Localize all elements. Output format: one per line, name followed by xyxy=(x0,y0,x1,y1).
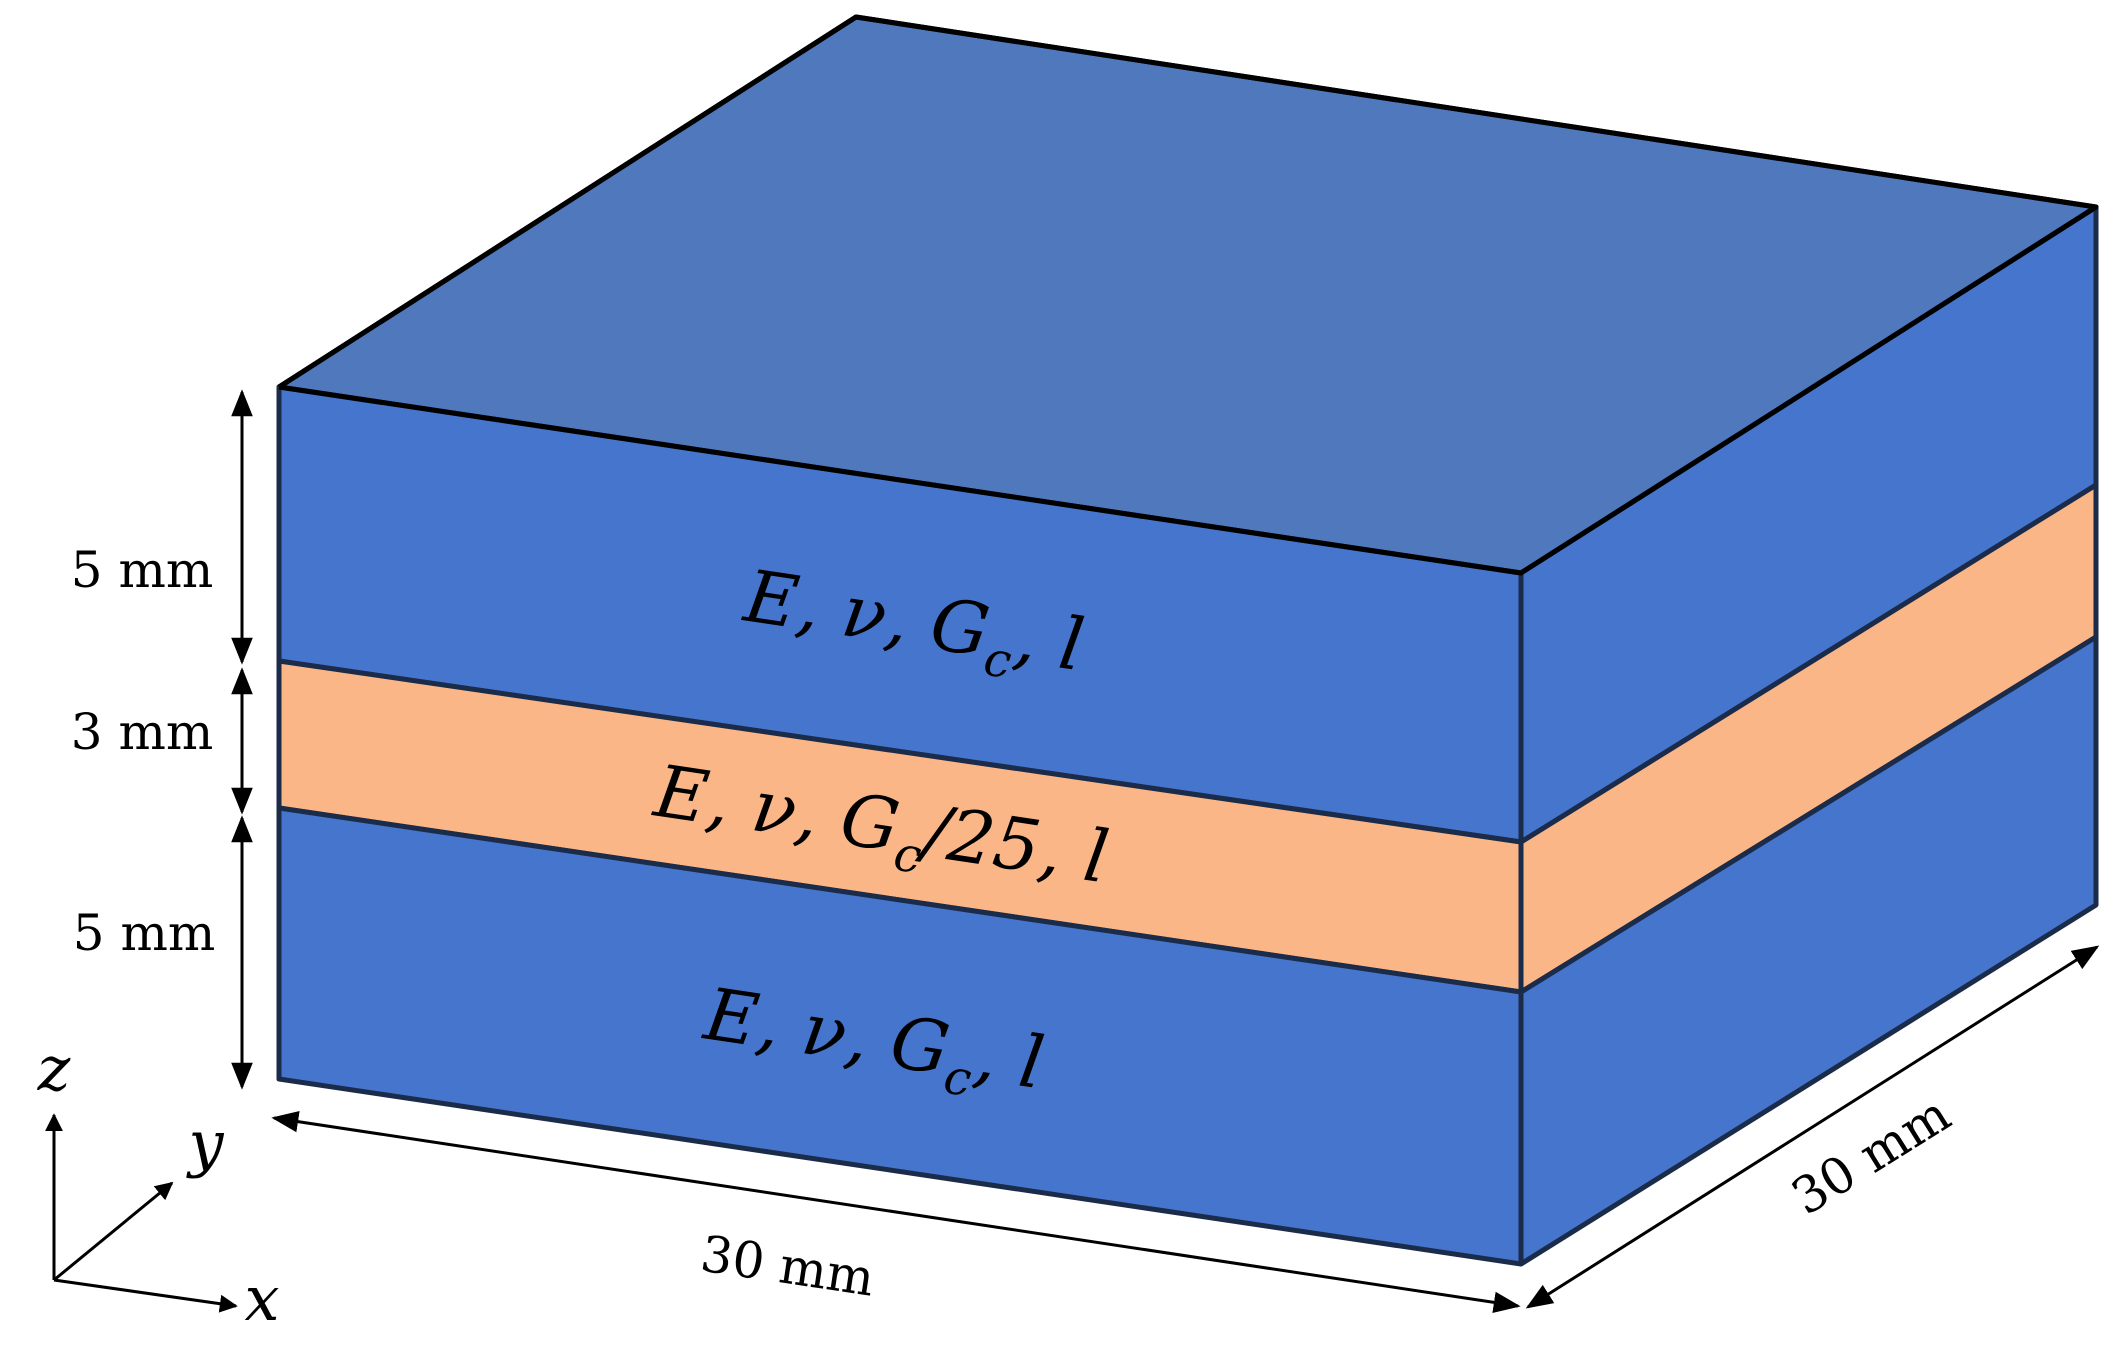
thickness-label-bottom: 5 mm xyxy=(73,904,216,962)
width-dimension-arrow xyxy=(271,1110,1521,1314)
thickness-label-top: 5 mm xyxy=(71,541,214,599)
coordinate-axes: z y x xyxy=(37,1032,280,1335)
thickness-label-interlayer: 3 mm xyxy=(71,703,214,761)
y-axis xyxy=(53,1181,174,1282)
width-dimension-label: 30 mm xyxy=(697,1225,878,1308)
depth-dimension-arrow xyxy=(1525,945,2100,1309)
x-axis xyxy=(53,1278,238,1313)
y-axis-label: y xyxy=(185,1107,224,1180)
depth-dimension-label: 30 mm xyxy=(1782,1085,1961,1227)
top-outline xyxy=(277,14,2099,576)
z-axis-label: z xyxy=(37,1032,71,1105)
x-axis-label: x xyxy=(245,1262,280,1335)
